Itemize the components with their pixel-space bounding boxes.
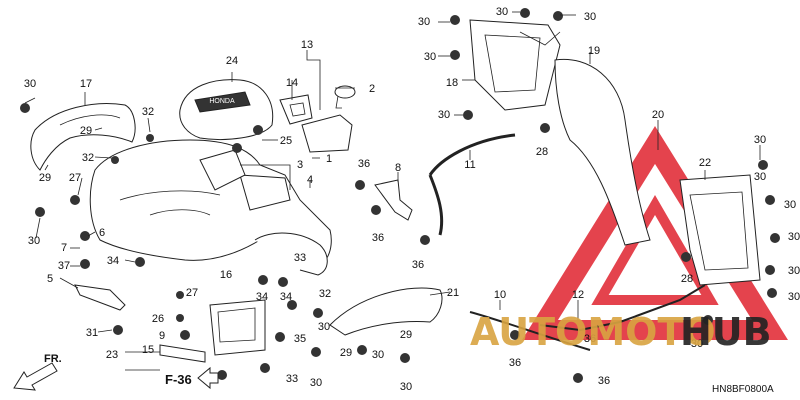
callout-29: 29: [400, 329, 412, 341]
callout-5: 5: [47, 273, 53, 285]
callout-28: 28: [681, 273, 693, 285]
callout-33: 33: [294, 252, 306, 264]
callout-13: 13: [301, 39, 313, 51]
plate-part-14[interactable]: [279, 94, 313, 125]
cable-part-12[interactable]: [539, 284, 706, 332]
reference-arrow[interactable]: F-36: [165, 366, 219, 390]
callout-27: 27: [186, 287, 198, 299]
callout-32: 32: [82, 152, 94, 164]
mud-flap-part-21[interactable]: [329, 287, 443, 336]
rear-bracket-part-18[interactable]: [469, 19, 561, 111]
left-fender-flap-part[interactable]: [30, 103, 136, 171]
callout-25: 25: [280, 135, 292, 147]
callout-30: 30: [754, 171, 766, 183]
callout-30: 30: [438, 109, 450, 121]
front-fender-part[interactable]: [89, 139, 332, 276]
callout-17: 17: [80, 78, 92, 90]
callout-30: 30: [496, 6, 508, 18]
cable-part-10[interactable]: [469, 311, 591, 351]
callout-29: 29: [80, 125, 92, 137]
lid-part[interactable]: [301, 114, 353, 153]
callout-23: 23: [106, 349, 118, 361]
callout-1: 1: [326, 153, 332, 165]
callout-30: 30: [400, 381, 412, 393]
callout-29: 29: [39, 172, 51, 184]
callout-3: 3: [297, 159, 303, 171]
callout-34: 34: [280, 291, 292, 303]
callout-30: 30: [754, 134, 766, 146]
callout-32: 32: [142, 106, 154, 118]
mud-guard-part-22[interactable]: [679, 174, 761, 286]
callout-14: 14: [286, 77, 298, 89]
callout-33: 33: [286, 373, 298, 385]
bolt-icons: [20, 8, 780, 383]
callout-34: 34: [107, 255, 119, 267]
callout-12: 12: [572, 289, 584, 301]
rear-fender-part[interactable]: [554, 58, 651, 246]
battery-box-part[interactable]: [159, 299, 266, 363]
callout-21: 21: [447, 287, 459, 299]
reference-label: F-36: [165, 372, 192, 387]
callout-20: 20: [652, 109, 664, 121]
watermark-word-1: AUTOMOTO: [470, 310, 716, 354]
callout-30: 30: [788, 265, 800, 277]
callout-30: 30: [424, 51, 436, 63]
leader-lines: [24, 11, 761, 371]
callout-36: 36: [358, 158, 370, 170]
callout-10: 10: [494, 289, 506, 301]
callout-11: 11: [464, 159, 475, 171]
callout-30: 30: [418, 16, 430, 28]
callout-6: 6: [99, 227, 105, 239]
callout-2: 2: [369, 83, 375, 95]
callout-9: 9: [159, 330, 165, 342]
callout-30: 30: [24, 78, 36, 90]
callout-30: 30: [584, 11, 596, 23]
callout-34: 34: [256, 291, 268, 303]
callout-36: 36: [509, 357, 521, 369]
callout-30: 30: [310, 377, 322, 389]
callout-30: 30: [372, 349, 384, 361]
callout-30: 30: [788, 231, 800, 243]
callout-30: 30: [318, 321, 330, 333]
callout-36: 36: [412, 259, 424, 271]
callout-19: 19: [588, 45, 600, 57]
callout-35: 35: [294, 333, 306, 345]
callout-18: 18: [446, 77, 458, 89]
bracket-part-5[interactable]: [74, 284, 126, 311]
callout-26: 26: [152, 313, 164, 325]
tube-part-11[interactable]: [428, 133, 516, 236]
callout-29: 29: [340, 347, 352, 359]
callout-8: 8: [395, 162, 401, 174]
callout-36: 36: [584, 333, 596, 345]
callout-15: 15: [142, 344, 154, 356]
center-cover-part[interactable]: HONDA: [179, 79, 274, 140]
callout-4: 4: [307, 174, 313, 186]
callout-30: 30: [28, 235, 40, 247]
cap-part-2[interactable]: [334, 85, 356, 109]
callout-31: 31: [86, 327, 98, 339]
callout-30: 30: [784, 199, 796, 211]
watermark-text: AUTOMOTO HUB: [470, 310, 772, 354]
callout-labels: 30 17 32 29 32 29 27 30 6 7 37 5 31 34 2…: [24, 6, 800, 393]
callout-30: 30: [788, 291, 800, 303]
callout-24: 24: [226, 55, 238, 67]
callout-27: 27: [69, 172, 81, 184]
callout-32: 32: [319, 288, 331, 300]
watermark-word-2: HUB: [680, 310, 772, 354]
callout-36: 36: [372, 232, 384, 244]
front-direction-arrow: FR.: [13, 353, 62, 391]
bracket-part-8[interactable]: [374, 179, 413, 221]
callout-7: 7: [61, 242, 67, 254]
svg-text:HONDA: HONDA: [209, 98, 235, 105]
front-label: FR.: [44, 353, 62, 365]
callout-22: 22: [699, 157, 711, 169]
callout-37: 37: [58, 260, 70, 272]
callout-28: 28: [536, 146, 548, 158]
callout-16: 16: [220, 269, 232, 281]
callout-36: 36: [598, 375, 610, 387]
callout-30: 30: [691, 338, 703, 350]
diagram-code: HN8BF0800A: [712, 384, 774, 395]
